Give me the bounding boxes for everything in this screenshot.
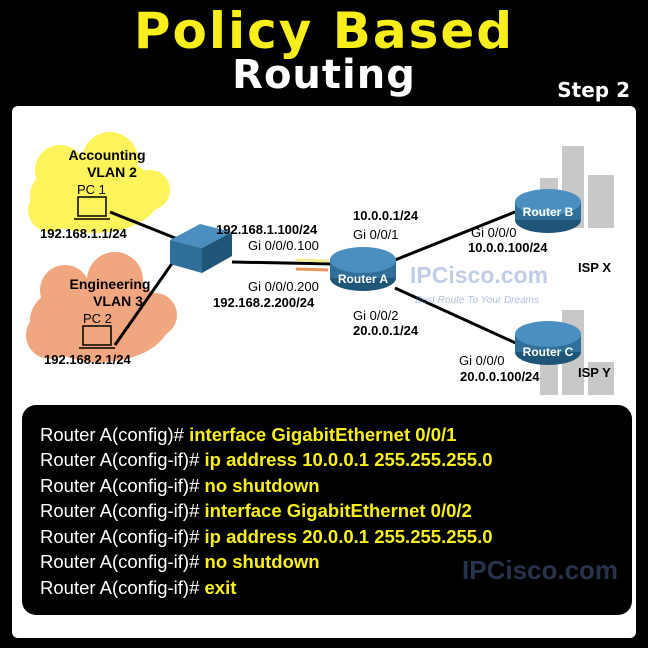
cli-prompt: Router A(config-if)# bbox=[40, 500, 205, 521]
cli-prompt: Router A(config-if)# bbox=[40, 577, 205, 598]
cli-command: interface GigabitEthernet 0/0/2 bbox=[204, 500, 472, 521]
cli-prompt: Router A(config-if)# bbox=[40, 475, 205, 496]
pc1-ip: 192.168.1.1/24 bbox=[40, 226, 128, 241]
pc1-link bbox=[109, 210, 181, 242]
router-b-label: Router B bbox=[523, 205, 574, 219]
engineering-label: Engineering bbox=[70, 276, 151, 292]
router-b-ip: 10.0.0.100/24 bbox=[468, 240, 548, 255]
cli-config-box: IPCisco.com Router A(config)# interface … bbox=[22, 405, 632, 615]
pc2-label: PC 2 bbox=[83, 311, 112, 326]
cli-command: exit bbox=[204, 577, 237, 598]
accounting-cloud bbox=[28, 132, 170, 233]
engineering-vlan: VLAN 3 bbox=[93, 293, 143, 309]
engineering-cloud bbox=[26, 252, 177, 362]
cli-line: Router A(config-if)# no shutdown bbox=[40, 475, 320, 497]
router-b-iface: Gi 0/0/0 bbox=[471, 225, 517, 240]
router-a-g2-ip: 20.0.0.1/24 bbox=[353, 323, 419, 338]
router-a-router-c-link bbox=[394, 286, 521, 347]
cli-prompt: Router A(config)# bbox=[40, 424, 190, 445]
watermark-tagline: Best Route To Your Dreams bbox=[415, 295, 539, 306]
router-a-g1-ip: 10.0.0.1/24 bbox=[353, 208, 419, 223]
accounting-label: Accounting bbox=[69, 147, 146, 163]
router-a-g1: Gi 0/0/1 bbox=[353, 227, 399, 242]
cli-command: interface GigabitEthernet 0/0/1 bbox=[189, 424, 457, 445]
accounting-vlan: VLAN 2 bbox=[87, 164, 137, 180]
router-a-label: Router A bbox=[338, 272, 389, 286]
router-c-label: Router C bbox=[523, 345, 574, 359]
cli-prompt: Router A(config-if)# bbox=[40, 551, 205, 572]
cli-line: Router A(config-if)# ip address 20.0.0.1… bbox=[40, 526, 493, 548]
switch-router-a-link bbox=[231, 260, 336, 266]
code-watermark: IPCisco.com bbox=[462, 555, 619, 585]
title-policy-based: Policy Based bbox=[133, 2, 515, 60]
router-a-icon bbox=[330, 247, 396, 291]
pc1-label: PC 1 bbox=[77, 182, 106, 197]
router-a-router-b-link bbox=[394, 208, 521, 262]
subif1-ip: 192.168.1.100/24 bbox=[216, 222, 318, 237]
cli-prompt: Router A(config-if)# bbox=[40, 449, 205, 470]
cli-prompt: Router A(config-if)# bbox=[40, 526, 205, 547]
subif2-ip: 192.168.2.200/24 bbox=[213, 295, 315, 310]
cli-line: Router A(config-if)# ip address 10.0.0.1… bbox=[40, 449, 493, 471]
router-a-g2: Gi 0/0/2 bbox=[353, 308, 399, 323]
cli-line: Router A(config-if)# interface GigabitEt… bbox=[40, 500, 472, 522]
cli-line: Router A(config-if)# exit bbox=[40, 577, 236, 599]
router-c-ip: 20.0.0.100/24 bbox=[460, 369, 540, 384]
subif1-iface: Gi 0/0/0.100 bbox=[248, 238, 319, 253]
subif2-iface: Gi 0/0/0.200 bbox=[248, 279, 319, 294]
watermark-site: IPCisco.com bbox=[410, 262, 548, 288]
title-routing: Routing bbox=[232, 52, 416, 98]
pc1-laptop-icon bbox=[74, 196, 110, 220]
isp-x-label: ISP X bbox=[578, 260, 611, 275]
cli-line: Router A(config-if)# no shutdown bbox=[40, 551, 320, 573]
router-c-iface: Gi 0/0/0 bbox=[459, 353, 505, 368]
pc2-ip: 192.168.2.1/24 bbox=[44, 352, 132, 367]
step-label: Step 2 bbox=[557, 78, 630, 102]
isp-y-label: ISP Y bbox=[578, 365, 611, 380]
router-b-icon bbox=[515, 189, 581, 233]
router-c-icon bbox=[515, 321, 581, 365]
pc2-link bbox=[113, 251, 182, 346]
cli-command: no shutdown bbox=[204, 475, 320, 496]
cli-command: ip address 20.0.0.1 255.255.255.0 bbox=[204, 526, 493, 547]
cli-command: no shutdown bbox=[204, 551, 320, 572]
pc2-laptop-icon bbox=[79, 325, 115, 349]
cli-line: Router A(config)# interface GigabitEther… bbox=[40, 424, 456, 446]
switch-icon bbox=[170, 224, 232, 273]
cli-command: ip address 10.0.0.1 255.255.255.0 bbox=[204, 449, 493, 470]
